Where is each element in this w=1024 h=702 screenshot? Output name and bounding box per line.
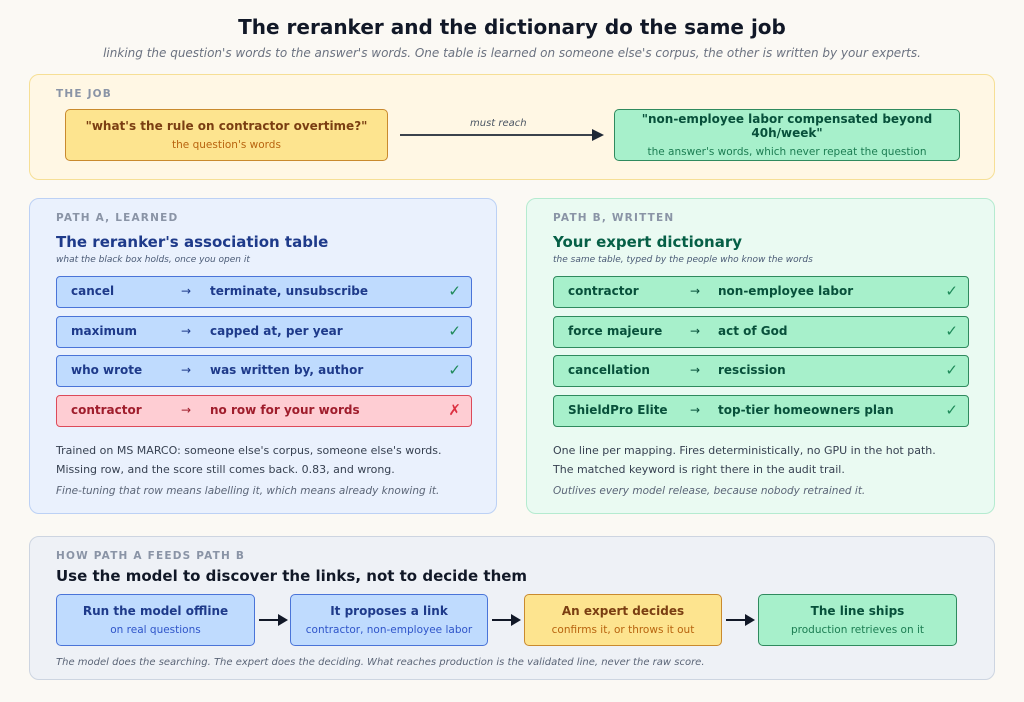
- path-b-label: PATH B, WRITTEN: [553, 212, 675, 224]
- job-label: THE JOB: [56, 88, 113, 100]
- step-caption: production retrieves on it: [790, 624, 924, 636]
- row-value: act of God: [718, 324, 788, 338]
- arrow-icon: →: [181, 403, 192, 417]
- arrow-icon: →: [690, 403, 701, 417]
- check-icon: ✓: [448, 322, 461, 340]
- table-row: contractor → no row for your words ✗: [56, 395, 472, 427]
- job-panel: THE JOB "what's the rule on contractor o…: [29, 74, 995, 180]
- feeds-label: HOW PATH A FEEDS PATH B: [56, 550, 246, 562]
- step-title: The line ships: [810, 604, 905, 618]
- feeds-panel: HOW PATH A FEEDS PATH B Use the model to…: [29, 536, 995, 680]
- path-b-note: the same table, typed by the people who …: [553, 255, 813, 265]
- step-title: Run the model offline: [82, 604, 229, 618]
- arrow-icon: →: [690, 363, 701, 377]
- row-value: capped at, per year: [210, 324, 343, 338]
- path-b-line-2: The matched keyword is right there in th…: [553, 463, 845, 476]
- row-key: cancel: [71, 284, 115, 298]
- check-icon: ✓: [945, 322, 958, 340]
- table-row: ShieldPro Elite → top-tier homeowners pl…: [553, 395, 969, 427]
- path-b-line-3: Outlives every model release, because no…: [553, 485, 866, 497]
- table-row: contractor → non-employee labor ✓: [553, 276, 969, 308]
- table-row: cancellation → rescission ✓: [553, 355, 969, 387]
- question-caption: the question's words: [172, 139, 281, 151]
- arrow-icon: →: [181, 284, 192, 298]
- answer-box: "non-employee labor compensated beyond 4…: [614, 109, 960, 161]
- row-value: was written by, author: [210, 363, 364, 377]
- row-key: who wrote: [71, 363, 143, 377]
- table-row: force majeure → act of God ✓: [553, 316, 969, 348]
- check-icon: ✓: [945, 361, 958, 379]
- flow-arrow-icon: [492, 614, 521, 626]
- step-title: An expert decides: [561, 604, 685, 618]
- check-icon: ✓: [945, 401, 958, 419]
- step-proposes-link: It proposes a link contractor, non-emplo…: [290, 594, 488, 646]
- step-caption: contractor, non-employee labor: [305, 624, 473, 636]
- cross-icon: ✗: [448, 401, 461, 419]
- step-run-model: Run the model offline on real questions: [56, 594, 255, 646]
- row-value: top-tier homeowners plan: [718, 403, 894, 417]
- check-icon: ✓: [448, 361, 461, 379]
- check-icon: ✓: [448, 282, 461, 300]
- arrow-icon: →: [181, 363, 192, 377]
- arrow-icon: →: [181, 324, 192, 338]
- flow-arrow-icon: [259, 614, 288, 626]
- path-b-line-1: One line per mapping. Fires deterministi…: [553, 444, 936, 457]
- question-text: "what's the rule on contractor overtime?…: [85, 119, 368, 133]
- path-a-title: The reranker's association table: [56, 233, 329, 251]
- step-expert-decides: An expert decides confirms it, or throws…: [524, 594, 722, 646]
- row-key: contractor: [568, 284, 639, 298]
- path-a-line-3: Fine-tuning that row means labelling it,…: [56, 485, 440, 497]
- arrow-icon: →: [690, 284, 701, 298]
- feeds-title: Use the model to discover the links, not…: [56, 567, 528, 585]
- step-title: It proposes a link: [330, 604, 448, 618]
- table-row: maximum → capped at, per year ✓: [56, 316, 472, 348]
- arrow-icon: →: [690, 324, 701, 338]
- path-a-panel: PATH A, LEARNED The reranker's associati…: [29, 198, 497, 514]
- row-value: terminate, unsubscribe: [210, 284, 369, 298]
- table-row: cancel → terminate, unsubscribe ✓: [56, 276, 472, 308]
- check-icon: ✓: [945, 282, 958, 300]
- path-a-line-1: Trained on MS MARCO: someone else's corp…: [56, 444, 442, 457]
- path-a-note: what the black box holds, once you open …: [56, 255, 250, 265]
- row-key: cancellation: [568, 363, 650, 377]
- step-caption: on real questions: [110, 624, 201, 636]
- job-arrow: [400, 129, 604, 141]
- answer-text: "non-employee labor compensated beyond 4…: [641, 112, 933, 140]
- question-box: "what's the rule on contractor overtime?…: [65, 109, 388, 161]
- step-caption: confirms it, or throws it out: [551, 624, 695, 636]
- row-value: non-employee labor: [718, 284, 854, 298]
- row-value: rescission: [718, 363, 786, 377]
- feeds-footer: The model does the searching. The expert…: [56, 657, 705, 668]
- path-b-title: Your expert dictionary: [553, 233, 743, 251]
- row-value: no row for your words: [210, 403, 360, 417]
- page-subtitle: linking the question's words to the answ…: [103, 46, 921, 60]
- answer-caption: the answer's words, which never repeat t…: [647, 146, 927, 158]
- path-a-line-2: Missing row, and the score still comes b…: [56, 463, 395, 476]
- table-row: who wrote → was written by, author ✓: [56, 355, 472, 387]
- row-key: contractor: [71, 403, 142, 417]
- path-b-panel: PATH B, WRITTEN Your expert dictionary t…: [526, 198, 995, 514]
- arrow-label: must reach: [470, 118, 527, 129]
- path-a-label: PATH A, LEARNED: [56, 212, 179, 224]
- row-key: maximum: [71, 324, 138, 338]
- flow-arrow-icon: [726, 614, 755, 626]
- page-title: The reranker and the dictionary do the s…: [238, 15, 786, 39]
- step-line-ships: The line ships production retrieves on i…: [758, 594, 957, 646]
- row-key: ShieldPro Elite: [568, 403, 668, 417]
- row-key: force majeure: [568, 324, 663, 338]
